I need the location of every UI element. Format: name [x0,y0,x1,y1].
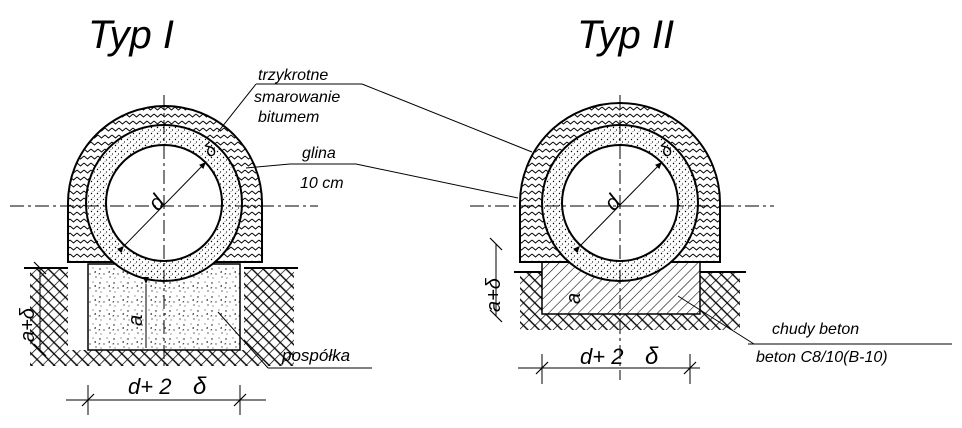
type1-title: Typ I [88,13,174,57]
type2-title: Typ II [577,13,674,57]
type1-drawing: d δ a+δ a d+ 2 δ pospółka [10,95,372,415]
type2-width-label: d+ 2 [580,344,623,369]
clay-label-2: 10 cm [300,175,344,192]
clay-callout: glina 10 cm [245,145,519,199]
coating-label-1: trzykrotne [258,67,328,84]
type2-drawing: d δ a+δ a d+ 2 δ chudy beton beton C8/10… [470,95,952,384]
type2-a-plus-delta-label: a+δ [483,277,505,312]
type1-width-label: d+ 2 [128,374,171,399]
type2-concrete-label-2: beton C8/10(B-10) [756,349,888,366]
type2-ground [514,271,746,330]
type1-width-delta: δ [193,373,207,400]
type2-a-label: a [563,293,585,304]
clay-label-1: glina [302,145,336,162]
type2-width-delta: δ [645,343,659,370]
coating-callout: trzykrotne smarowanie bitumem [217,67,533,153]
type1-a-plus-delta-label: a+δ [17,307,39,342]
type2-concrete-label-1: chudy beton [772,321,859,338]
type1-ground [24,267,298,366]
coating-label-3: bitumem [258,109,319,126]
type1-a-label: a [125,315,147,326]
type1-sand-label: pospółka [281,346,350,365]
coating-label-2: smarowanie [254,89,340,106]
